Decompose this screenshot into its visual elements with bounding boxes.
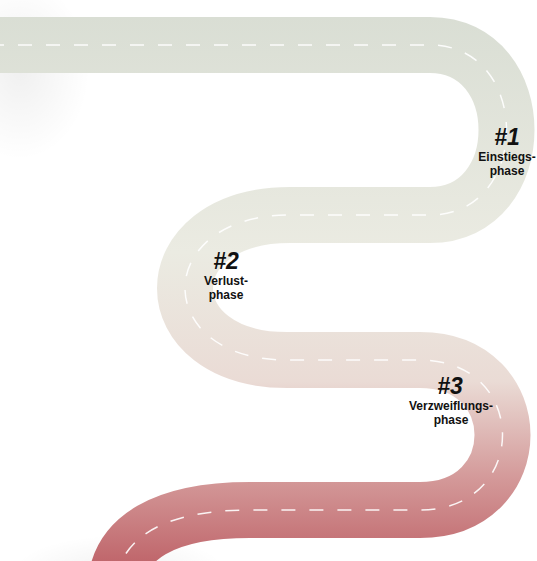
- phase-name: Einstiegs- phase: [471, 150, 537, 178]
- road: [0, 45, 507, 561]
- phase-number: #1: [477, 124, 537, 150]
- phase-number: #3: [420, 373, 480, 399]
- phase-name: Verzweiflungs- phase: [401, 399, 501, 427]
- phase-number: #2: [196, 248, 256, 274]
- road-center-line: [0, 45, 507, 561]
- phase-name: Verlust- phase: [196, 274, 256, 302]
